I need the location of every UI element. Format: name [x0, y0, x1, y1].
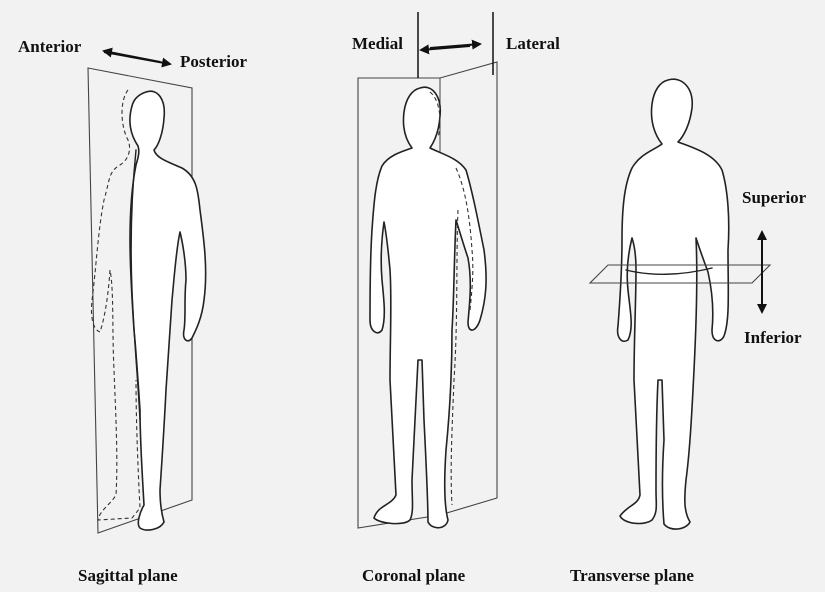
coronal-body-silhouette: [370, 87, 486, 528]
coronal-plane-caption: Coronal plane: [362, 566, 465, 586]
coronal-figure: [358, 12, 497, 528]
sagittal-body-silhouette: [130, 91, 206, 530]
sagittal-plane-caption: Sagittal plane: [78, 566, 178, 586]
transverse-body-silhouette: [618, 79, 729, 529]
transverse-figure: [590, 79, 770, 529]
lateral-label: Lateral: [506, 34, 560, 54]
medial-label: Medial: [352, 34, 403, 54]
superior-label: Superior: [742, 188, 806, 208]
posterior-label: Posterior: [180, 52, 247, 72]
transverse-plane-caption: Transverse plane: [570, 566, 694, 586]
sagittal-figure: [88, 68, 206, 533]
inferior-label: Inferior: [744, 328, 802, 348]
posterior-anterior-arrow-head: [104, 51, 160, 62]
anterior-label: Anterior: [18, 37, 81, 57]
